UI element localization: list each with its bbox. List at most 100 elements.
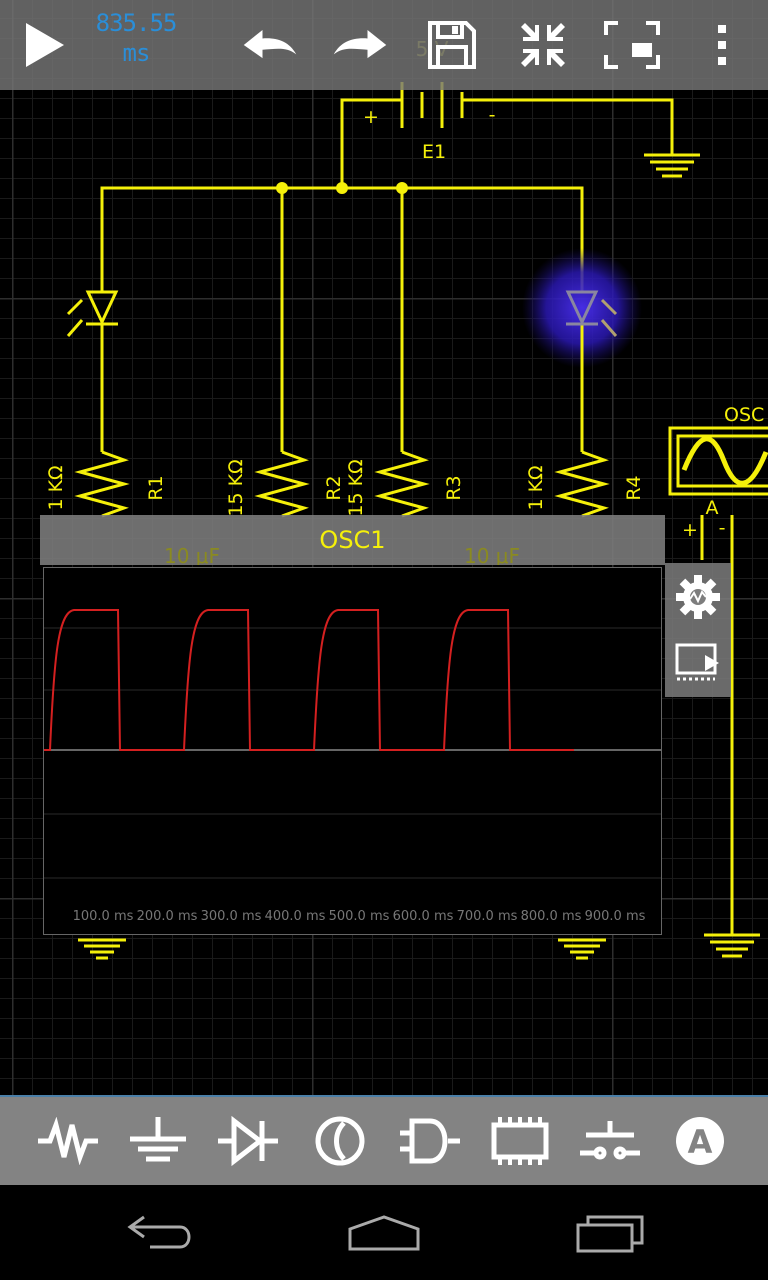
osc-time-label: 300.0 ms bbox=[201, 909, 262, 924]
sim-time-display: 835.55 ms bbox=[86, 8, 186, 68]
collapse-icon bbox=[521, 23, 565, 67]
gear-icon bbox=[676, 575, 720, 619]
ground-symbol[interactable] bbox=[78, 938, 126, 960]
ground-symbol[interactable] bbox=[558, 938, 606, 960]
osc-time-label: 400.0 ms bbox=[265, 909, 326, 924]
battery-label: E1 bbox=[422, 141, 446, 163]
osc-time-label: 900.0 ms bbox=[585, 909, 646, 924]
top-action-bar: 835.55 ms bbox=[0, 0, 768, 90]
chip-icon bbox=[491, 1117, 549, 1165]
wire bbox=[100, 186, 584, 292]
osc-export-button[interactable] bbox=[665, 631, 731, 695]
resistor-r1[interactable] bbox=[74, 450, 130, 518]
recents-icon bbox=[576, 1215, 644, 1253]
sim-time-value: 835.55 bbox=[95, 9, 178, 37]
battery-plus-label: + bbox=[363, 106, 379, 128]
tool-switch[interactable] bbox=[570, 1105, 650, 1177]
osc-time-label: 100.0 ms bbox=[73, 909, 134, 924]
resistor-r4[interactable] bbox=[554, 450, 610, 518]
fit-screen-icon bbox=[604, 21, 660, 69]
nav-back-button[interactable] bbox=[100, 1203, 220, 1263]
circuit-schematic[interactable]: + - E1 5 V 1 KΩ R1 15 KΩ R2 15 KΩ R3 1 K… bbox=[0, 0, 768, 1095]
undo-button[interactable] bbox=[240, 14, 300, 76]
tool-resistor[interactable] bbox=[28, 1105, 108, 1177]
tool-source[interactable] bbox=[300, 1105, 380, 1177]
osc-time-label: 800.0 ms bbox=[521, 909, 582, 924]
led-1[interactable] bbox=[85, 290, 119, 326]
resistor-r3[interactable] bbox=[374, 450, 430, 518]
collapse-button[interactable] bbox=[513, 14, 573, 76]
save-icon bbox=[428, 21, 476, 69]
tool-diode[interactable] bbox=[208, 1105, 288, 1177]
r3-value: 15 KΩ bbox=[345, 459, 367, 516]
diode-icon bbox=[218, 1115, 278, 1167]
led-1-ray bbox=[66, 319, 84, 337]
led-2-glow bbox=[522, 248, 642, 368]
ground-symbol[interactable] bbox=[704, 933, 760, 958]
r2-label: R2 bbox=[323, 475, 345, 500]
osc-panel-title: OSC1 bbox=[319, 526, 386, 554]
sim-time-unit: ms bbox=[122, 39, 151, 67]
fit-screen-button[interactable] bbox=[602, 14, 662, 76]
led-1-ray bbox=[66, 298, 84, 316]
undo-icon bbox=[243, 30, 297, 59]
junction-dot bbox=[396, 182, 408, 194]
osc-trace bbox=[44, 609, 574, 751]
system-nav-bar bbox=[0, 1185, 768, 1280]
battery-minus-label: - bbox=[489, 104, 496, 126]
osc-time-label: 600.0 ms bbox=[393, 909, 454, 924]
tool-logic-gate[interactable] bbox=[390, 1105, 470, 1177]
led-2-ray bbox=[600, 319, 618, 337]
play-icon bbox=[26, 23, 64, 67]
osc-panel-titlebar[interactable]: OSC1 bbox=[40, 515, 665, 565]
more-vert-icon bbox=[718, 25, 726, 65]
logic-gate-icon bbox=[400, 1118, 460, 1164]
osc-component-label: OSC bbox=[724, 404, 764, 426]
wire bbox=[462, 98, 674, 155]
r1-label: R1 bbox=[145, 475, 167, 500]
junction-dot bbox=[336, 182, 348, 194]
nav-home-button[interactable] bbox=[324, 1203, 444, 1263]
resistor-icon bbox=[38, 1117, 98, 1165]
wire bbox=[340, 98, 402, 188]
tool-ground[interactable] bbox=[118, 1105, 198, 1177]
resistor-r2[interactable] bbox=[254, 450, 310, 518]
home-icon bbox=[348, 1215, 420, 1251]
redo-button[interactable] bbox=[330, 14, 390, 76]
ground-symbol[interactable] bbox=[644, 153, 700, 178]
osc-channel-label: A bbox=[706, 497, 719, 519]
tool-meter[interactable]: A bbox=[660, 1105, 740, 1177]
osc-time-label: 200.0 ms bbox=[137, 909, 198, 924]
osc-minus-label: - bbox=[719, 517, 726, 539]
osc-time-label: 500.0 ms bbox=[329, 909, 390, 924]
ground-icon bbox=[130, 1117, 186, 1162]
junction-dot bbox=[276, 182, 288, 194]
redo-icon bbox=[333, 30, 387, 59]
osc-side-controls bbox=[665, 563, 731, 697]
r2-value: 15 KΩ bbox=[225, 459, 247, 516]
overflow-menu-button[interactable] bbox=[692, 14, 752, 76]
save-button[interactable] bbox=[422, 14, 482, 76]
switch-icon bbox=[580, 1121, 640, 1160]
r1-value: 1 KΩ bbox=[45, 465, 67, 510]
tool-ic-chip[interactable] bbox=[480, 1105, 560, 1177]
led-2-ray bbox=[600, 298, 618, 316]
play-button[interactable] bbox=[14, 14, 74, 76]
osc-plus-label: + bbox=[682, 519, 698, 541]
export-icon bbox=[675, 643, 719, 681]
source-icon bbox=[315, 1116, 365, 1166]
r4-value: 1 KΩ bbox=[525, 465, 547, 510]
oscilloscope-component[interactable] bbox=[668, 426, 768, 496]
component-toolbar: A bbox=[0, 1095, 768, 1185]
ammeter-icon: A bbox=[676, 1117, 724, 1165]
osc-settings-button[interactable] bbox=[665, 565, 731, 629]
r4-label: R4 bbox=[623, 475, 645, 500]
r3-label: R3 bbox=[443, 475, 465, 500]
nav-recents-button[interactable] bbox=[550, 1203, 670, 1263]
led-2[interactable] bbox=[565, 290, 599, 326]
meter-glyph: A bbox=[688, 1123, 713, 1161]
osc-time-label: 700.0 ms bbox=[457, 909, 518, 924]
